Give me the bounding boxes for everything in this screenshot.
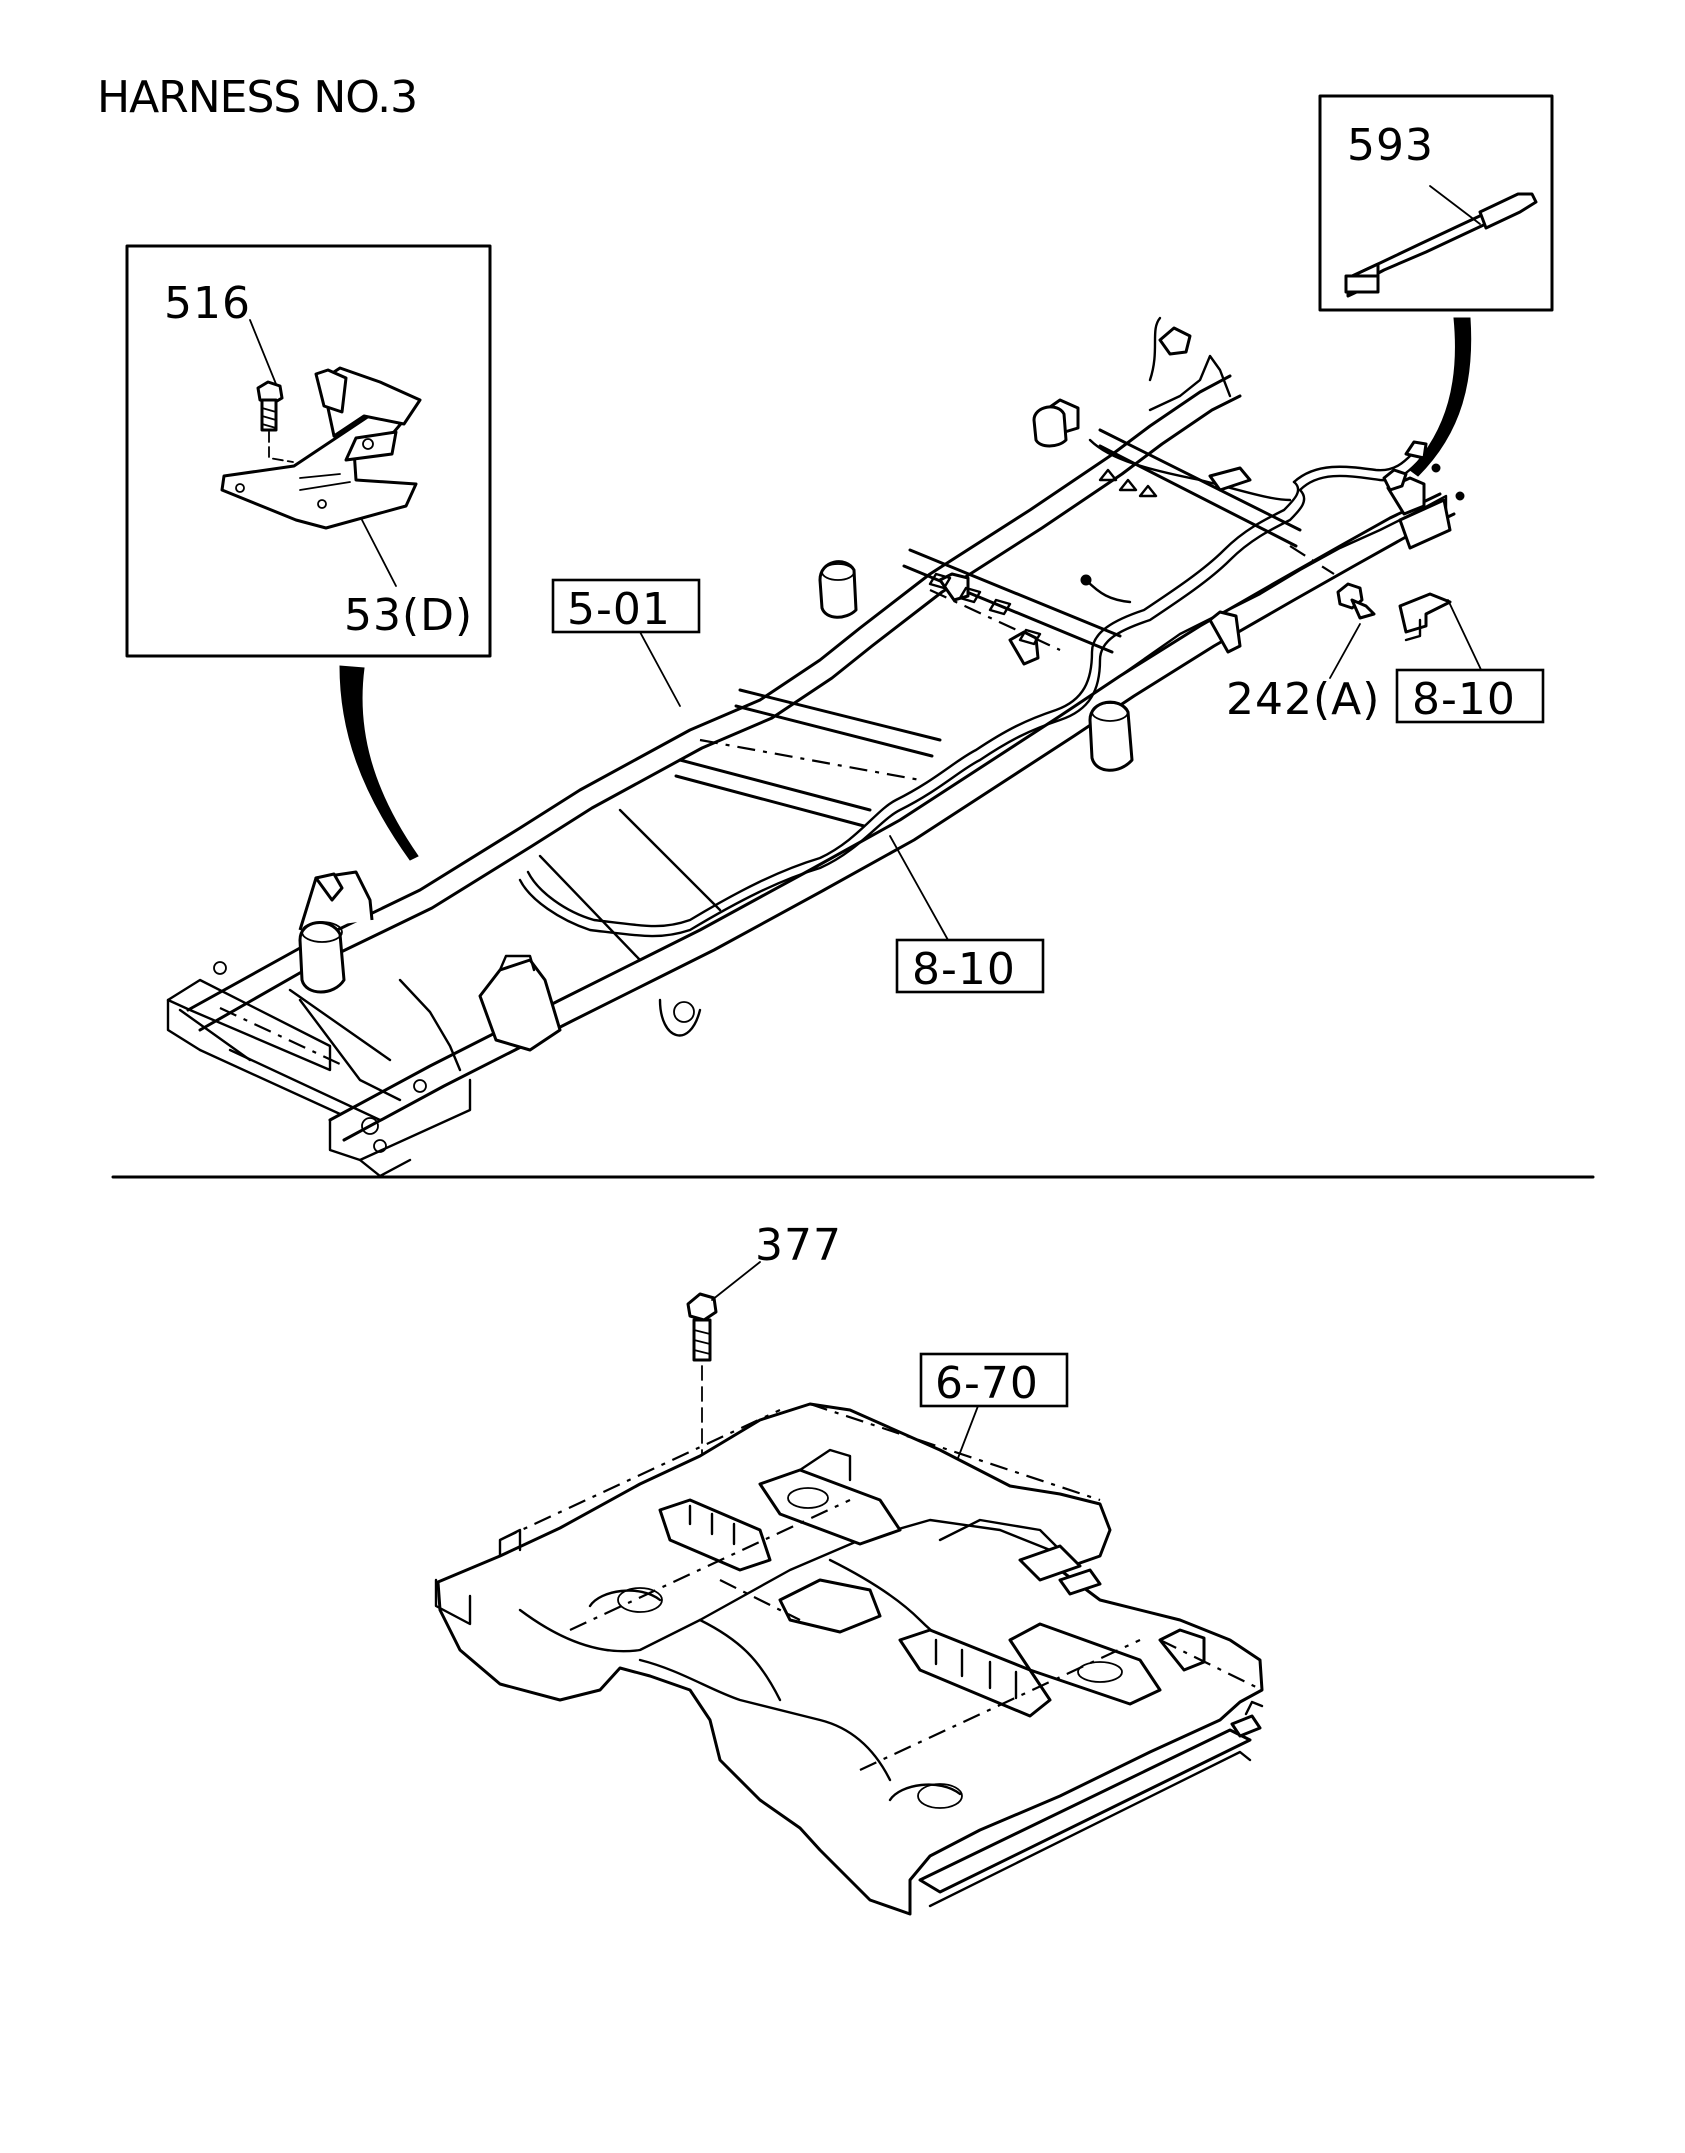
callout-810-bottom: 8-10: [912, 944, 1016, 995]
floor-panel-drawing: [434, 1402, 1264, 1916]
clip-593-icon: [1344, 192, 1538, 298]
callout-810-right: 8-10: [1412, 674, 1516, 725]
harness-wire-drawing: [518, 316, 1465, 938]
callout-53d: 53(D): [344, 590, 473, 641]
bracket-53d-icon: [220, 366, 422, 530]
detail-box-bracket: 516 53(D): [125, 244, 492, 658]
callout-516: 516: [164, 278, 251, 329]
diagram-title: HARNESS NO.3: [97, 72, 418, 123]
callout-box-810-bottom: 8-10: [889, 835, 1045, 995]
bolt-377-icon: [686, 1292, 718, 1515]
callout-box-810-right: 8-10: [1395, 668, 1545, 725]
leader-810-right: [1447, 599, 1485, 677]
callout-593: 593: [1347, 120, 1434, 171]
pointer-arrow-clip: [1409, 317, 1472, 477]
chassis-frame-drawing: [166, 326, 1456, 1178]
bolt-242a-icon: [1336, 582, 1376, 620]
leader-377: [711, 1261, 761, 1301]
callout-box-501: 5-01: [551, 578, 701, 707]
callout-box-670: 6-70: [919, 1352, 1069, 1485]
pointer-arrow-bracket: [339, 665, 419, 861]
leader-593: [1429, 185, 1481, 225]
leader-242a: [1329, 623, 1361, 679]
callout-377: 377: [755, 1220, 842, 1271]
callout-242a: 242(A): [1226, 674, 1380, 725]
bolt-516-icon: [256, 380, 294, 463]
leader-53d: [361, 519, 397, 587]
leader-516: [249, 319, 277, 385]
detail-box-clip: 593: [1318, 94, 1554, 312]
callout-501: 5-01: [567, 584, 671, 635]
dash-242a: [1289, 545, 1335, 575]
callout-670: 6-70: [935, 1358, 1039, 1409]
clip-on-frame-icon: [1398, 592, 1452, 642]
